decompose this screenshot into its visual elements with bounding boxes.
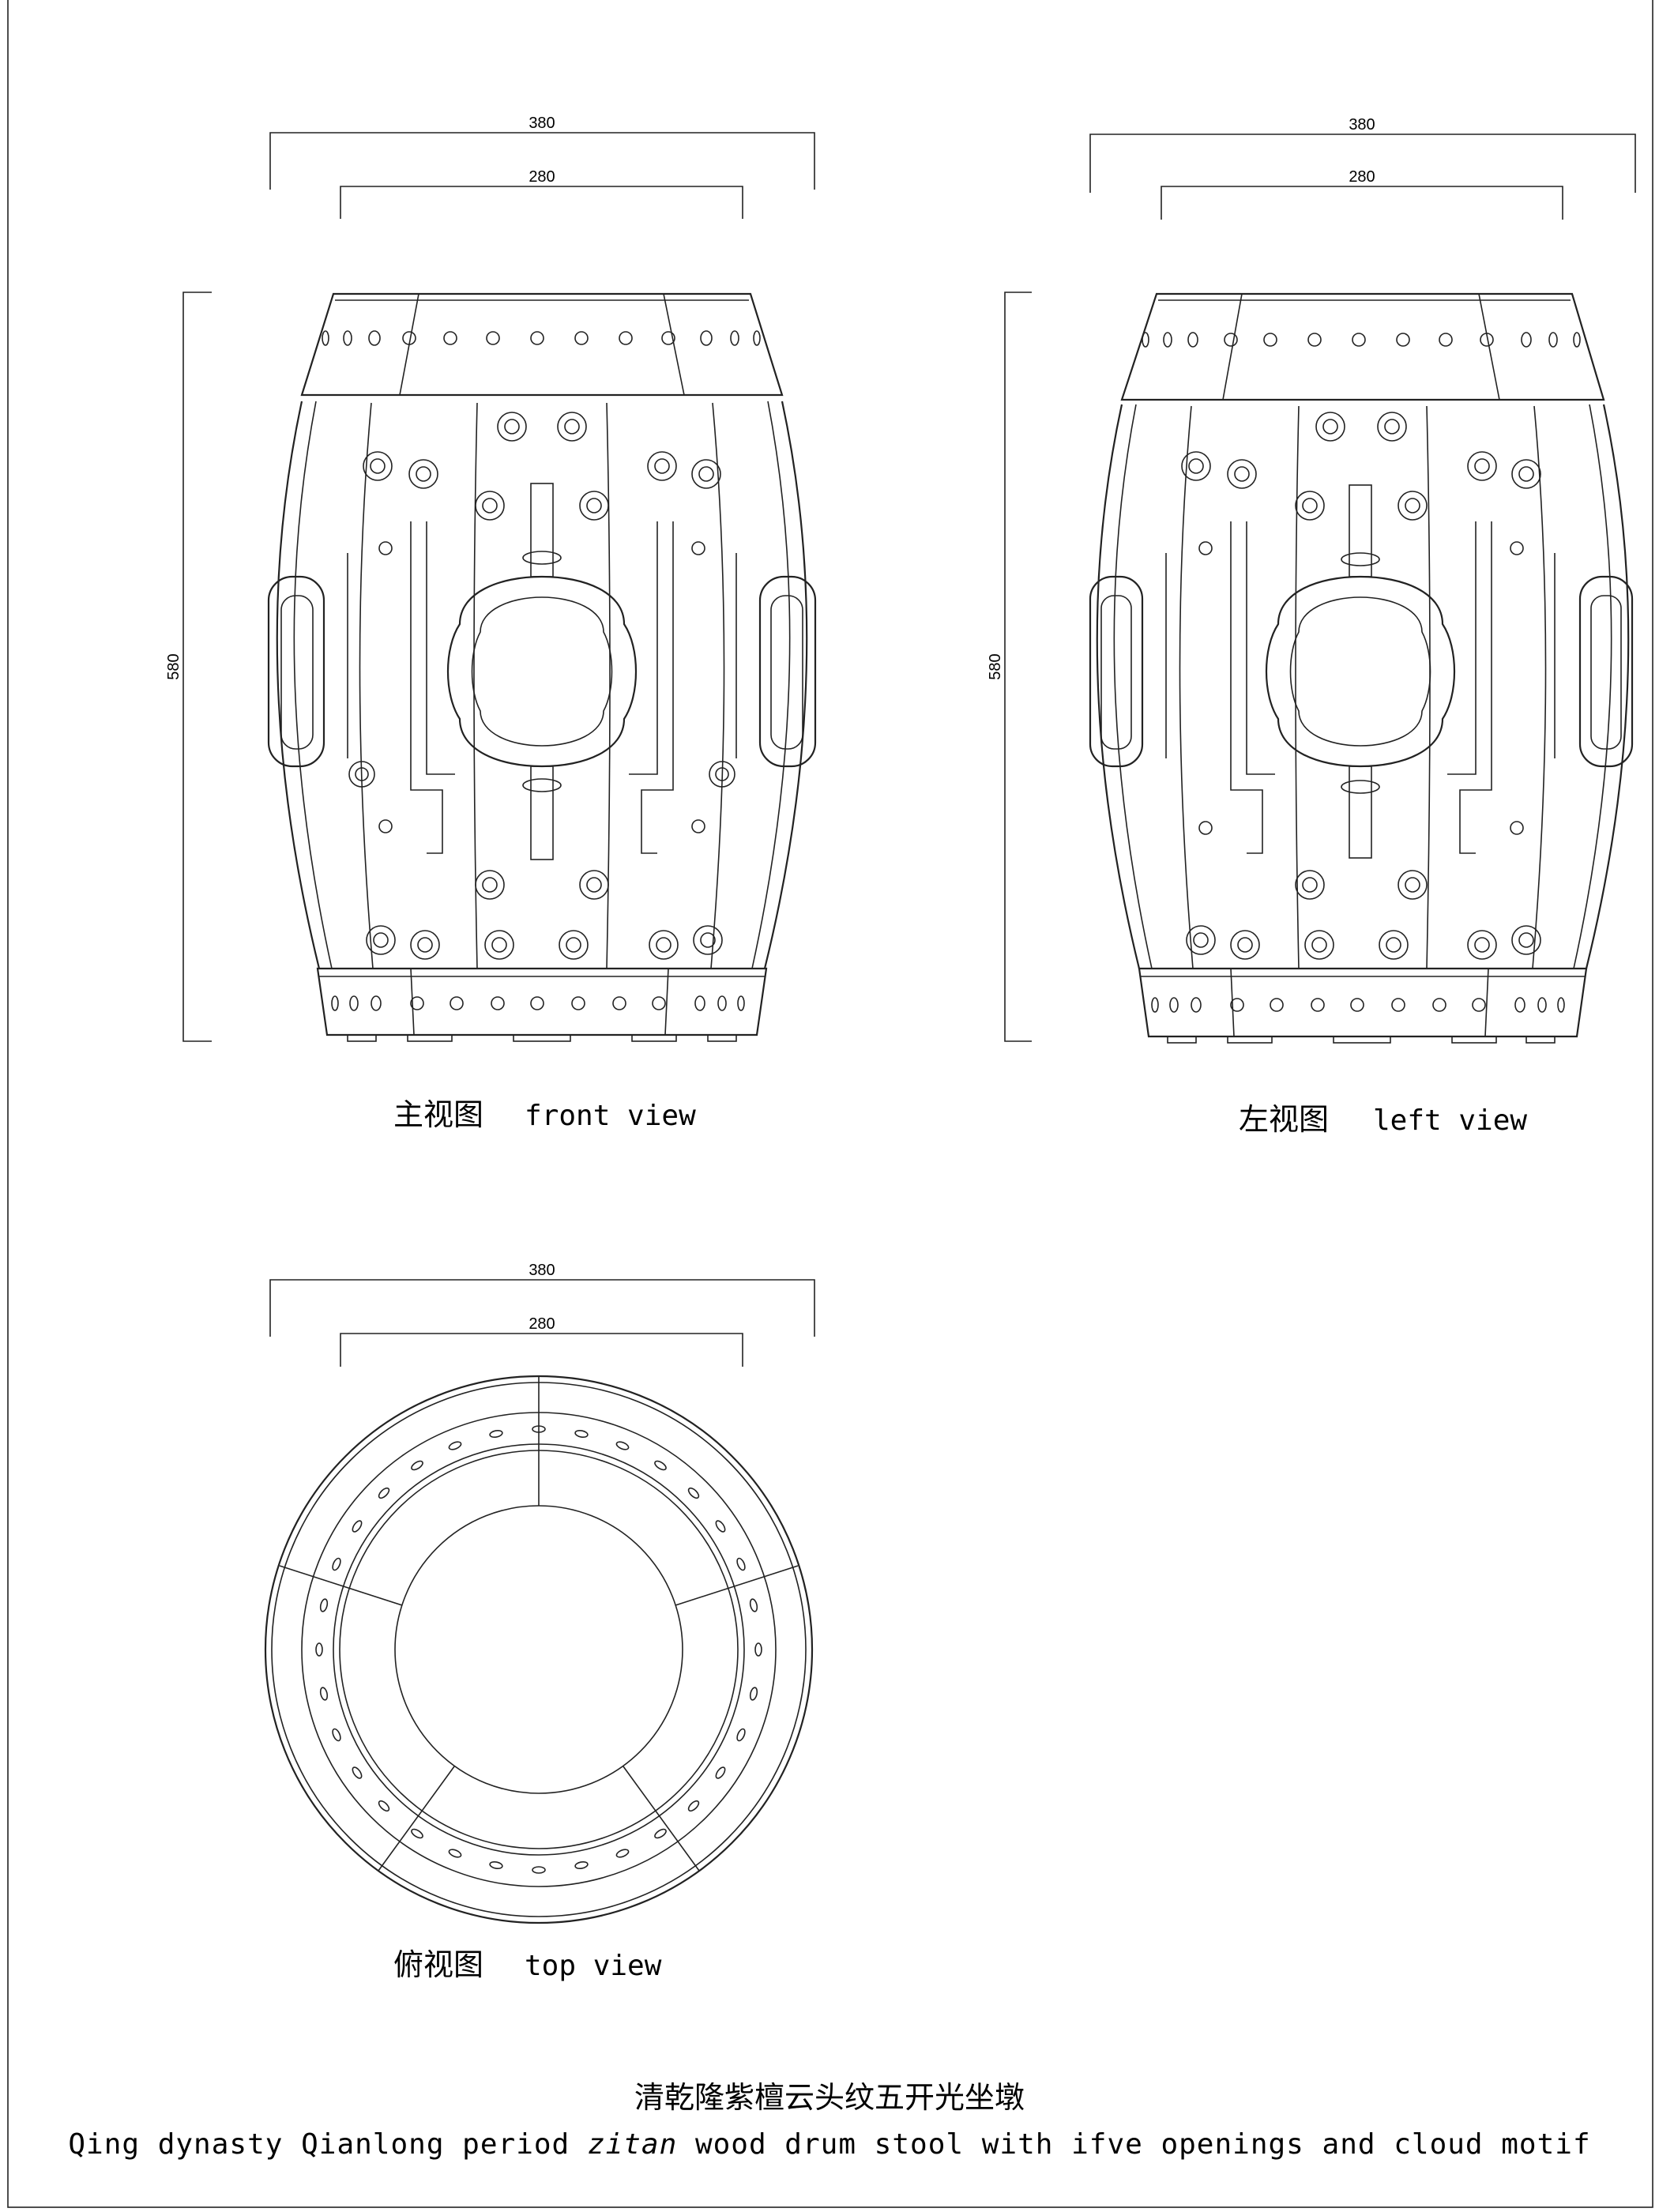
dimension-inner-width: 280 [340, 168, 743, 219]
dimension-inner-width-left: 280 [1161, 168, 1563, 220]
left-feet [1167, 1036, 1556, 1044]
left-uprights [1165, 521, 1556, 854]
bottom-rim-studs [331, 995, 745, 1011]
title-en-post: wood drum stool with ifve openings and c… [677, 2128, 1590, 2161]
dim-label-280-left: 280 [1349, 168, 1375, 186]
left-view-label-en: left view [1373, 1104, 1527, 1137]
front-center-opening [446, 483, 638, 860]
left-side-openings [1089, 575, 1634, 768]
page-border [7, 0, 1653, 2208]
left-stool-outline [1089, 292, 1634, 1044]
front-view-label-en: front view [525, 1100, 696, 1132]
cloud-motifs-left [1181, 412, 1541, 960]
top-view: 380 280 [264, 1262, 815, 1982]
left-top-rim-studs [1142, 332, 1581, 348]
title-en: Qing dynasty Qianlong period zitan wood … [68, 2128, 1590, 2161]
dim-label-580: 580 [165, 653, 182, 679]
left-view-label-cn: 左视图 [1239, 1102, 1329, 1137]
front-side-openings [267, 575, 817, 768]
dim-label-380-left: 380 [1349, 116, 1375, 134]
title-en-pre: Qing dynasty Qianlong period [68, 2128, 588, 2161]
dimension-height: 580 [165, 292, 212, 1042]
top-stool-plan [264, 1375, 814, 1924]
front-uprights [347, 521, 737, 854]
front-view-caption: 主视图 front view [393, 1097, 696, 1132]
cloud-motifs-front [348, 412, 735, 960]
dim-label-280: 280 [529, 168, 555, 186]
top-rim-studs-ring [315, 1425, 762, 1874]
title-en-italic: zitan [588, 2128, 677, 2161]
dimension-outer-width-top: 380 [269, 1262, 815, 1337]
left-bottom-rim-studs [1151, 997, 1565, 1013]
left-view: 380 280 580 [987, 116, 1636, 1137]
front-stool-outline [267, 292, 817, 1042]
front-feet [347, 1034, 737, 1042]
dim-label-580-left: 580 [987, 653, 1004, 679]
dimension-outer-width-left: 380 [1089, 116, 1636, 193]
left-view-caption: 左视图 left view [1239, 1102, 1527, 1137]
top-view-label-en: top view [525, 1950, 662, 1982]
dimension-inner-width-top: 280 [340, 1315, 743, 1367]
dim-label-280-top: 280 [529, 1315, 555, 1333]
dimension-outer-width: 380 [269, 115, 815, 190]
top-view-caption: 俯视图 top view [393, 1947, 662, 1982]
drawing-title: 清乾隆紫檀云头纹五开光坐墩 Qing dynasty Qianlong peri… [68, 2080, 1590, 2161]
left-center-opening [1265, 484, 1456, 859]
dim-label-380-top: 380 [529, 1262, 555, 1279]
front-view-label-cn: 主视图 [393, 1097, 483, 1132]
front-view: 380 280 580 [165, 115, 817, 1132]
title-cn: 清乾隆紫檀云头纹五开光坐墩 [634, 2080, 1025, 2115]
dimension-height-left: 580 [987, 292, 1032, 1042]
top-rim-studs [322, 330, 761, 346]
top-view-label-cn: 俯视图 [393, 1947, 483, 1982]
dim-label-380: 380 [529, 115, 555, 132]
